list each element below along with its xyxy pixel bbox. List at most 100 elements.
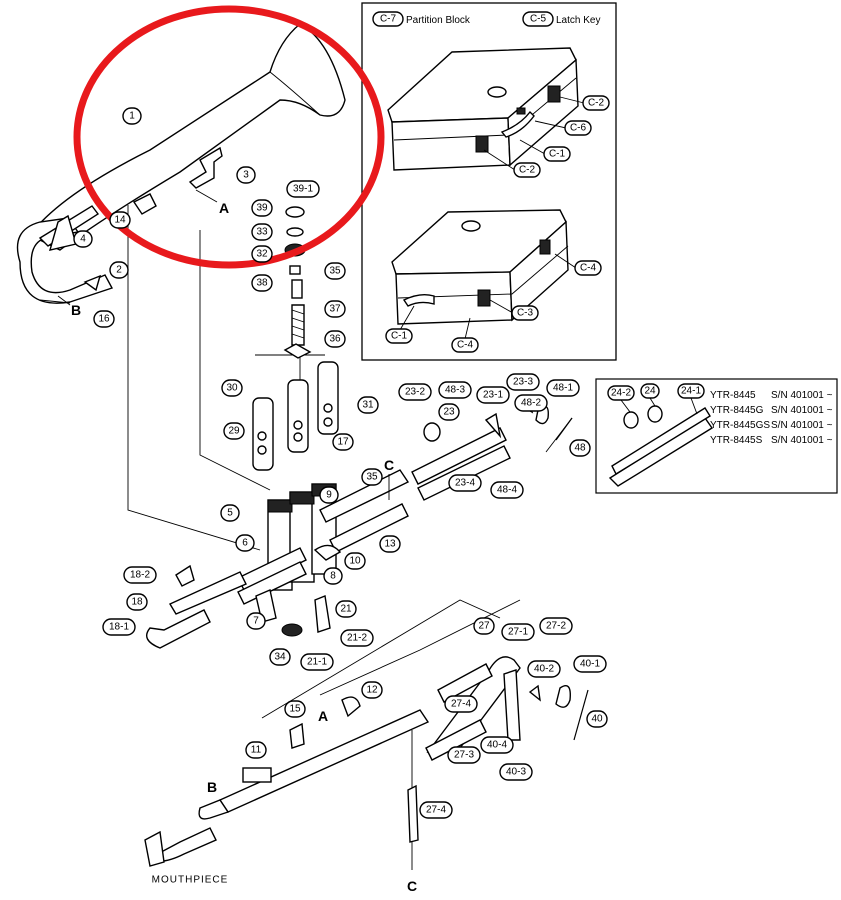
case-bottom-callouts: C-4 C-3 C-1 C-4 (385, 253, 602, 353)
part-number: 39-1 (293, 184, 313, 195)
part-callout-17: 17 (332, 433, 354, 451)
part-callout-21: 21 (335, 600, 357, 618)
part-number: 21 (340, 604, 352, 615)
part-number: 32 (256, 249, 268, 260)
part-callout-48-2: 48-2 (514, 394, 548, 412)
part-callout-31: 31 (357, 396, 379, 414)
model-serial-table: YTR-8445 S/N 401001 ~ YTR-8445G S/N 4010… (710, 390, 833, 446)
part-number: 9 (326, 490, 332, 501)
svg-text:C-2: C-2 (588, 98, 605, 109)
part-number: 6 (242, 538, 248, 549)
part-callout-39: 39 (251, 199, 273, 217)
part-number: 27-1 (508, 627, 528, 638)
part-number: 33 (256, 227, 268, 238)
part-callout-7: 7 (246, 612, 266, 630)
part-number: 37 (329, 304, 341, 315)
part-number: 11 (251, 745, 262, 756)
part-callout-48-4: 48-4 (490, 481, 524, 499)
part-callout-38: 38 (251, 274, 273, 292)
part-callout-14: 14 (109, 211, 131, 229)
part-callout-27-3: 27-3 (447, 746, 481, 764)
model-serial: S/N 401001 ~ (771, 390, 833, 401)
part-number: 40-4 (487, 740, 507, 751)
part-number: 16 (98, 314, 110, 325)
part-callout-30: 30 (221, 379, 243, 397)
part-number: 40-3 (506, 767, 526, 778)
part-callout-48: 48 (569, 439, 591, 457)
part-callout-21-2: 21-2 (340, 629, 374, 647)
part-callout-11: 11 (245, 741, 267, 759)
part-number: 48-1 (553, 383, 573, 394)
part-number: 40 (591, 714, 603, 725)
part-number: 10 (349, 556, 361, 567)
case-inset: C-7 Partition Block C-5 Latch Key C-2 C-… (361, 2, 617, 361)
part-callout-1: 1 (122, 107, 142, 125)
part-number: 8 (330, 571, 336, 582)
part-callout-40-2: 40-2 (527, 660, 561, 678)
part-number: 48-4 (497, 485, 517, 496)
model-name: YTR-8445G (710, 405, 764, 416)
partition-block-label: Partition Block (406, 15, 471, 26)
part-number: 34 (274, 652, 286, 663)
part-callout-18: 18 (126, 593, 148, 611)
part-callout-2: 2 (109, 261, 129, 279)
letter-b-lower: B (207, 779, 217, 795)
svg-text:C-4: C-4 (457, 340, 474, 351)
latch-key-code-badge (522, 11, 554, 27)
part-number: 5 (227, 508, 233, 519)
part-number: 1 (129, 111, 135, 122)
partition-block-code: C-7 (380, 14, 397, 25)
svg-text:C-6: C-6 (570, 123, 587, 134)
svg-text:C-1: C-1 (549, 149, 566, 160)
part-number: 27-3 (454, 750, 474, 761)
latch-key-code: C-5 (530, 14, 547, 25)
part-number: 39 (256, 203, 268, 214)
part-number: 36 (329, 334, 341, 345)
letter-a-lower: A (318, 708, 328, 724)
part-number: 4 (80, 234, 86, 245)
model-name: YTR-8445S (710, 435, 763, 446)
part-callout-12: 12 (361, 681, 383, 699)
part-callout-27: 27 (473, 617, 495, 635)
part-callout-16: 16 (93, 310, 115, 328)
part-callout-5: 5 (220, 504, 240, 522)
part-callout-23-1: 23-1 (476, 386, 510, 404)
part-number: 17 (337, 437, 349, 448)
part-callout-48-3: 48-3 (438, 381, 472, 399)
svg-text:C-3: C-3 (517, 308, 534, 319)
part-number: 27-2 (546, 621, 566, 632)
part-number: 29 (228, 426, 240, 437)
part-callout-6: 6 (235, 534, 255, 552)
model-serial: S/N 401001 ~ (771, 420, 833, 431)
model-serial: S/N 401001 ~ (771, 405, 833, 416)
part-number: 18 (131, 597, 143, 608)
part-number: 35 (329, 266, 341, 277)
part-callout-39-1: 39-1 (286, 180, 320, 198)
partition-block-code-badge (372, 11, 404, 27)
part-number: 23-1 (483, 390, 503, 401)
latch-key-label: Latch Key (556, 15, 600, 26)
part-callout-23-3: 23-3 (506, 373, 540, 391)
part-number: 18-2 (130, 570, 150, 581)
part-number: 21-2 (347, 633, 367, 644)
part-number: 27-4 (451, 699, 471, 710)
part-callout-18-1: 18-1 (102, 618, 136, 636)
part-number: 30 (226, 383, 238, 394)
part-callout-35: 35 (324, 262, 346, 280)
highlight-circle (73, 5, 385, 269)
part-callout-27-1: 27-1 (501, 623, 535, 641)
part-number: 48-3 (445, 385, 465, 396)
model-name: YTR-8445GS (710, 420, 770, 431)
part-callout-10: 10 (344, 552, 366, 570)
part-callout-35: 35 (361, 468, 383, 486)
trumpet-parts-drawing (16, 23, 589, 870)
part-number: 38 (256, 278, 268, 289)
part-number: 31 (362, 400, 374, 411)
part-number: 40-2 (534, 664, 554, 675)
part-number: 13 (384, 539, 396, 550)
part-callout-32: 32 (251, 245, 273, 263)
part-callout-4: 4 (73, 230, 93, 248)
part-number: 27-4 (426, 805, 446, 816)
letter-a: A (219, 200, 229, 216)
